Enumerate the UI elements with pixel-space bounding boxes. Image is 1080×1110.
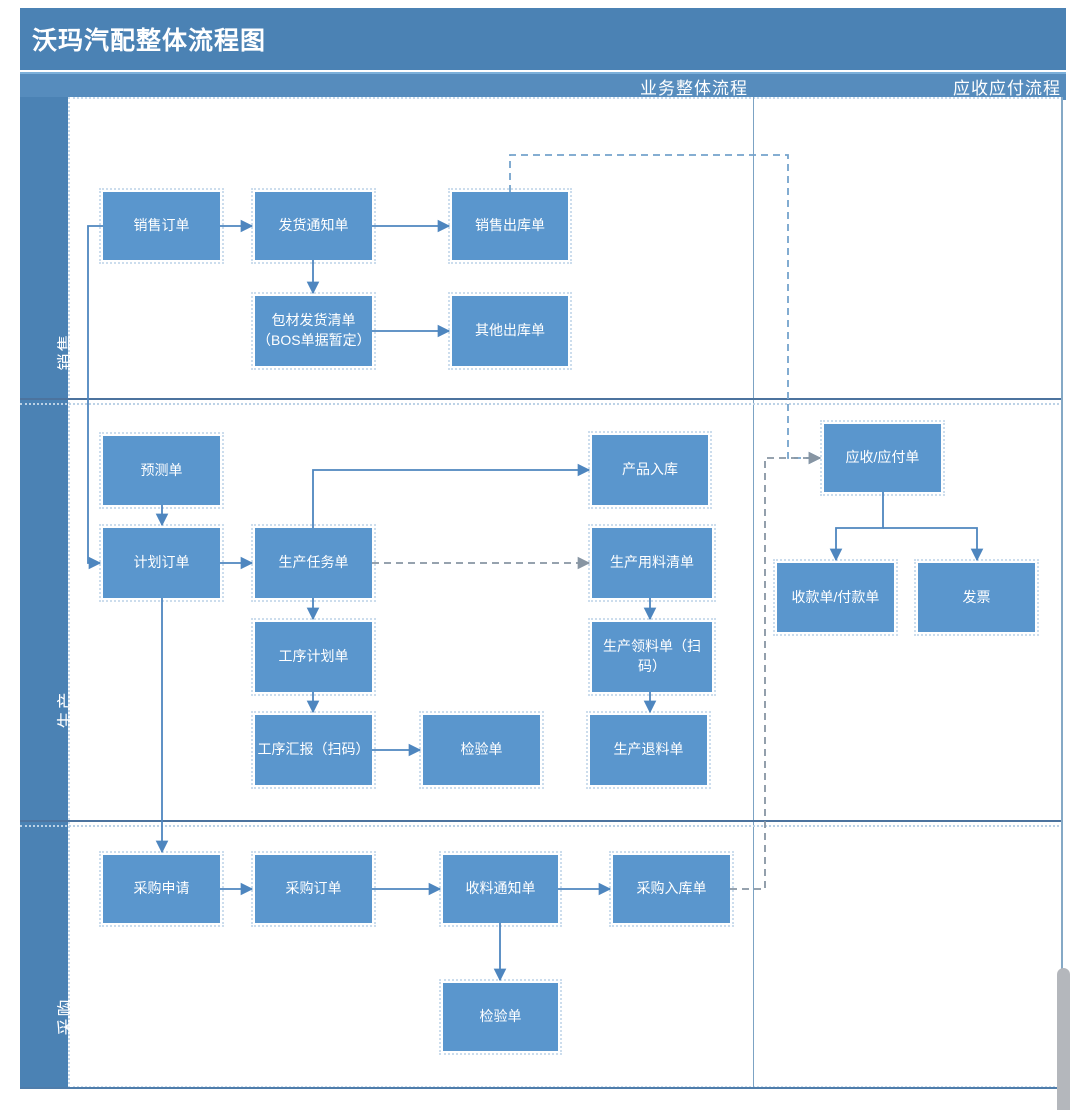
flow-node-purchase-order: 采购订单 bbox=[251, 851, 376, 927]
flow-node-receipt-payment: 收款单/付款单 bbox=[773, 559, 898, 636]
flow-node-inspection-purchase: 检验单 bbox=[439, 979, 562, 1055]
column-header-strip: 业务整体流程 应收应付流程 bbox=[20, 72, 1066, 100]
flow-node-process-report: 工序汇报（扫码） bbox=[251, 711, 376, 789]
flow-node-other-outbound: 其他出库单 bbox=[448, 292, 572, 370]
lane-divider-production-purchasing bbox=[20, 820, 1063, 827]
flow-node-planned-order: 计划订单 bbox=[99, 524, 224, 602]
flow-node-receiving-notice: 收料通知单 bbox=[439, 851, 562, 927]
scrollbar-thumb[interactable] bbox=[1057, 968, 1070, 1110]
flow-node-product-inbound: 产品入库 bbox=[588, 431, 712, 509]
flow-node-production-return: 生产退料单 bbox=[586, 711, 711, 789]
flow-node-purchase-request: 采购申请 bbox=[99, 851, 224, 927]
flow-node-purchase-inbound: 采购入库单 bbox=[609, 851, 734, 927]
flow-node-ar-ap-order: 应收/应付单 bbox=[820, 420, 945, 496]
lane-label-purchasing: 采购 bbox=[56, 997, 76, 1036]
flow-node-inspection-production: 检验单 bbox=[419, 711, 544, 789]
lane-label-sales: 销售 bbox=[56, 332, 76, 371]
column-divider-line bbox=[753, 97, 754, 1088]
column-header-business: 业务整体流程 bbox=[640, 79, 748, 98]
flow-node-sales-order: 销售订单 bbox=[99, 188, 224, 264]
flow-node-forecast-order: 预测单 bbox=[99, 432, 224, 509]
column-header-finance: 应收应付流程 bbox=[953, 79, 1061, 98]
diagram-right-border bbox=[1061, 97, 1063, 1088]
diagram-bottom-border bbox=[20, 1087, 1063, 1089]
flow-node-production-picking: 生产领料单（扫 码） bbox=[588, 618, 716, 696]
lane-label-bar: 销售 生产 采购 bbox=[20, 97, 76, 1088]
flow-node-shipping-notice: 发货通知单 bbox=[251, 188, 376, 264]
flow-node-packing-shipping-list: 包材发货清单 （BOS单据暂定） bbox=[251, 292, 376, 370]
page-title: 沃玛汽配整体流程图 bbox=[32, 27, 267, 55]
flow-node-production-task: 生产任务单 bbox=[251, 524, 376, 602]
flow-node-process-plan: 工序计划单 bbox=[251, 618, 376, 696]
flow-node-invoice: 发票 bbox=[914, 559, 1039, 636]
flow-node-sales-outbound: 销售出库单 bbox=[448, 188, 572, 264]
page-title-bar: 沃玛汽配整体流程图 bbox=[20, 8, 1066, 70]
flow-node-production-material-list: 生产用料清单 bbox=[588, 524, 716, 602]
lane-label-production: 生产 bbox=[56, 690, 76, 729]
lane-divider-sales-production bbox=[20, 398, 1063, 405]
